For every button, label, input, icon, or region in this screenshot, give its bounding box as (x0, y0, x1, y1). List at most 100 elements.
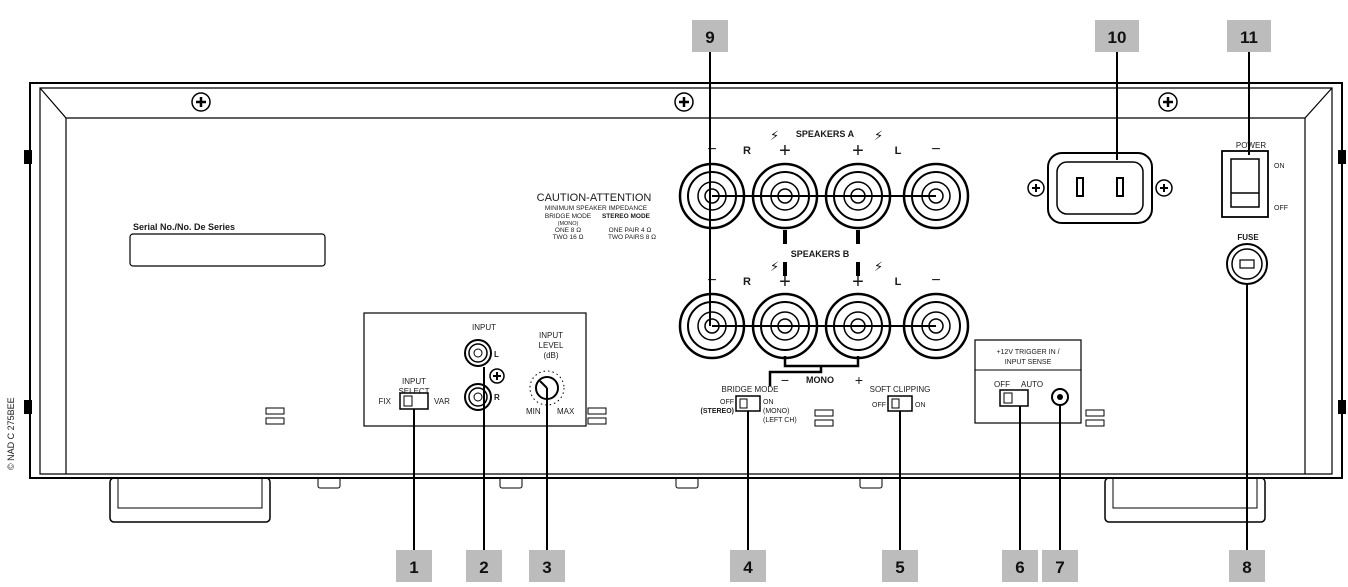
bridge-mode-title: BRIDGE MODE (722, 385, 779, 394)
input-jack-left[interactable] (464, 339, 492, 367)
mono-minus: − (781, 372, 789, 388)
callout-markers: 1 2 3 4 5 6 7 8 9 10 11 (396, 20, 1271, 582)
speakers-a-minus-left: − (707, 141, 716, 158)
input-panel-screw (489, 368, 505, 384)
bridge-mode-stereo: (STEREO) (701, 408, 734, 415)
svg-text:4: 4 (743, 558, 753, 577)
input-title: INPUT (472, 323, 496, 332)
input-jack-right[interactable] (464, 383, 492, 411)
speakers-b-bolt-right: ⚡ (874, 259, 883, 274)
soft-clipping-off: OFF (872, 402, 886, 409)
callout-6: 6 (1002, 550, 1038, 582)
speakers-b-minus-left: − (707, 272, 716, 289)
input-select-title-2: SELECT (398, 387, 429, 396)
ac-inlet-screws (1027, 179, 1173, 197)
svg-text:7: 7 (1055, 558, 1064, 577)
trigger-off: OFF (994, 380, 1010, 389)
soft-clipping-on: ON (915, 402, 926, 409)
caution-bridge-two: TWO 16 Ω (553, 234, 584, 241)
speakers-b-l: L (895, 276, 902, 288)
power-title: POWER (1236, 141, 1266, 150)
soft-clipping-title: SOFT CLIPPING (870, 385, 931, 394)
caution-block: CAUTION-ATTENTION MINIMUM SPEAKER IMPEDA… (537, 192, 657, 241)
trigger-auto: AUTO (1021, 380, 1043, 389)
svg-text:8: 8 (1242, 558, 1251, 577)
callout-lines (413, 52, 1250, 550)
callout-11: 11 (1227, 20, 1271, 52)
bridge-mode-on: ON (763, 399, 774, 406)
callout-8: 8 (1229, 550, 1265, 582)
input-level-min: MIN (526, 407, 541, 416)
svg-text:5: 5 (895, 558, 904, 577)
callout-2: 2 (466, 550, 502, 582)
svg-text:3: 3 (542, 558, 551, 577)
speakers-a-minus-right: − (931, 141, 940, 158)
caution-stereo-head: STEREO MODE (602, 213, 651, 220)
speakers-a-plus-1: + (779, 140, 791, 162)
input-select-var: VAR (434, 397, 450, 406)
trigger-jack[interactable] (1051, 388, 1069, 406)
bridge-mode-switch[interactable] (735, 395, 761, 412)
trigger-switch[interactable] (999, 389, 1029, 407)
bridge-mode-off: OFF (720, 399, 734, 406)
bridge-mode-mono: (MONO) (763, 408, 789, 415)
speakers-b-plus-2: + (852, 271, 864, 293)
trigger-title-2: INPUT SENSE (1005, 359, 1052, 366)
svg-text:6: 6 (1015, 558, 1024, 577)
bridge-mode-left-ch: (LEFT CH) (763, 417, 797, 424)
ac-inlet[interactable] (1047, 152, 1153, 224)
callout-10: 10 (1095, 20, 1139, 52)
serial-plate (129, 233, 326, 267)
speakers-a-plus-2: + (852, 140, 864, 162)
speakers-a-r: R (743, 145, 751, 157)
svg-text:9: 9 (705, 28, 714, 47)
caution-bridge-sub: (MONO) (558, 221, 579, 227)
chassis (24, 82, 1346, 479)
fuse-label: FUSE (1237, 233, 1259, 242)
soft-clipping-section: SOFT CLIPPING OFF ON (870, 385, 931, 412)
callout-4: 4 (730, 550, 766, 582)
callout-7: 7 (1042, 550, 1078, 582)
svg-text:10: 10 (1108, 28, 1127, 47)
trigger-title-1: +12V TRIGGER IN / (996, 349, 1059, 356)
power-section: POWER ON OFF (1221, 141, 1288, 218)
input-level-title-2: LEVEL (539, 341, 564, 350)
serial-label: Serial No./No. De Series (133, 222, 235, 232)
caution-bridge-head: BRIDGE MODE (545, 213, 592, 220)
feet (109, 477, 1266, 523)
caution-stereo-one: ONE PAIR 4 Ω (609, 227, 652, 234)
speakers-b-r: R (743, 276, 751, 288)
mono-plus: + (855, 372, 863, 388)
speakers-b-minus-right: − (931, 272, 940, 289)
callout-5: 5 (882, 550, 918, 582)
callout-3: 3 (529, 550, 565, 582)
input-jack-left-label: L (494, 350, 499, 359)
fuse-holder[interactable] (1226, 243, 1268, 285)
mono-bridge: − MONO + (768, 356, 863, 388)
input-jack-right-label: R (494, 393, 500, 402)
speakers-a-l: L (895, 145, 902, 157)
speaker-link-dashes (783, 230, 860, 276)
mono-label: MONO (806, 375, 834, 385)
chassis-screws (191, 92, 1178, 112)
power-switch[interactable] (1221, 150, 1269, 218)
input-level-unit: (dB) (543, 351, 558, 360)
caution-stereo-two: TWO PAIRS 8 Ω (608, 234, 656, 241)
input-level-max: MAX (557, 407, 575, 416)
svg-text:11: 11 (1240, 28, 1258, 47)
input-select-title-1: INPUT (402, 377, 426, 386)
callout-9: 9 (692, 20, 728, 52)
bridge-mode-section: BRIDGE MODE OFF (STEREO) ON (MONO) (LEFT… (701, 385, 797, 424)
speakers-a-bolt-left: ⚡ (770, 128, 779, 143)
caution-subtitle: MINIMUM SPEAKER IMPEDANCE (545, 205, 648, 212)
caution-bridge-one: ONE 8 Ω (555, 227, 581, 234)
input-select-fix: FIX (379, 397, 392, 406)
power-off: OFF (1274, 205, 1288, 212)
svg-text:2: 2 (479, 558, 488, 577)
trigger-panel: +12V TRIGGER IN / INPUT SENSE OFF AUTO (974, 339, 1082, 424)
power-on: ON (1274, 163, 1285, 170)
input-select-switch[interactable] (399, 392, 429, 410)
soft-clipping-switch[interactable] (887, 395, 913, 412)
svg-text:1: 1 (409, 558, 418, 577)
